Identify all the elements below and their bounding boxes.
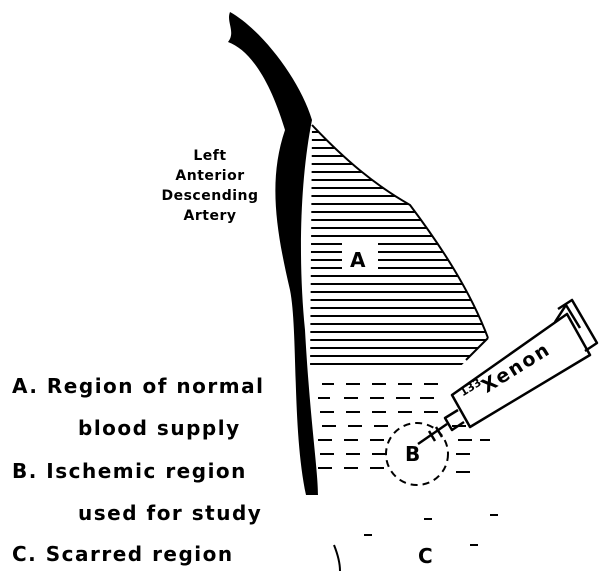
legend-a-line-1: A. Region of normal	[12, 374, 264, 398]
region-c-marker: C	[418, 544, 433, 568]
artery-label-line-1: Left	[150, 146, 270, 166]
artery-wall	[228, 12, 318, 495]
legend-c-line-1: C. Scarred region	[12, 542, 234, 566]
artery-label-line-2: Anterior	[150, 166, 270, 186]
region-c-dashes	[364, 515, 498, 545]
legend-b-line-1: B. Ischemic region	[12, 459, 247, 483]
region-a-marker: A	[350, 248, 366, 272]
legend-b-line-2: used for study	[78, 501, 262, 525]
region-a-hatching	[290, 132, 500, 364]
region-b-marker: B	[405, 442, 420, 466]
artery-label: Left Anterior Descending Artery	[150, 146, 270, 226]
region-c-boundary	[334, 545, 340, 571]
artery-label-line-3: Descending	[150, 186, 270, 206]
artery-label-line-4: Artery	[150, 206, 270, 226]
legend-a-line-2: blood supply	[78, 416, 241, 440]
